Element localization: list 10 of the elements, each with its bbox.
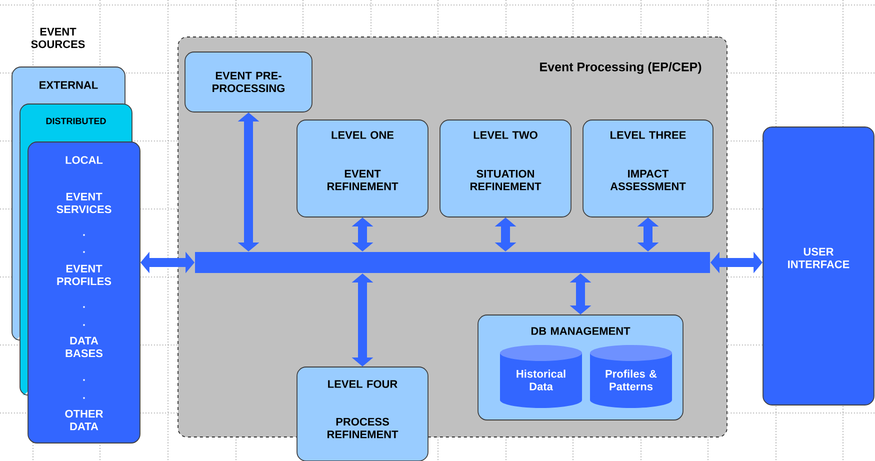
process-box: LEVEL ONE EVENT REFINEMENT xyxy=(296,120,428,218)
database-cylinder: Historical Data xyxy=(500,345,582,408)
database-cylinder: Profiles & Patterns xyxy=(590,345,672,408)
interface-box: USER INTERFACE xyxy=(762,126,874,406)
process-box: LEVEL TWO SITUATION REFINEMENT xyxy=(440,120,572,218)
process-box: LEVEL THREE IMPACT ASSESSMENT xyxy=(582,120,714,218)
source-box: LOCAL EVENT SERVICES . . EVENT PROFILES . . DATA BASES . . OTHER DATA xyxy=(28,142,140,444)
process-box: LEVEL FOUR PROCESS REFINEMENT xyxy=(296,366,428,461)
heading: EVENT SOURCES xyxy=(31,28,85,48)
process-box: EVENT PRE-PROCESSING xyxy=(184,52,312,112)
